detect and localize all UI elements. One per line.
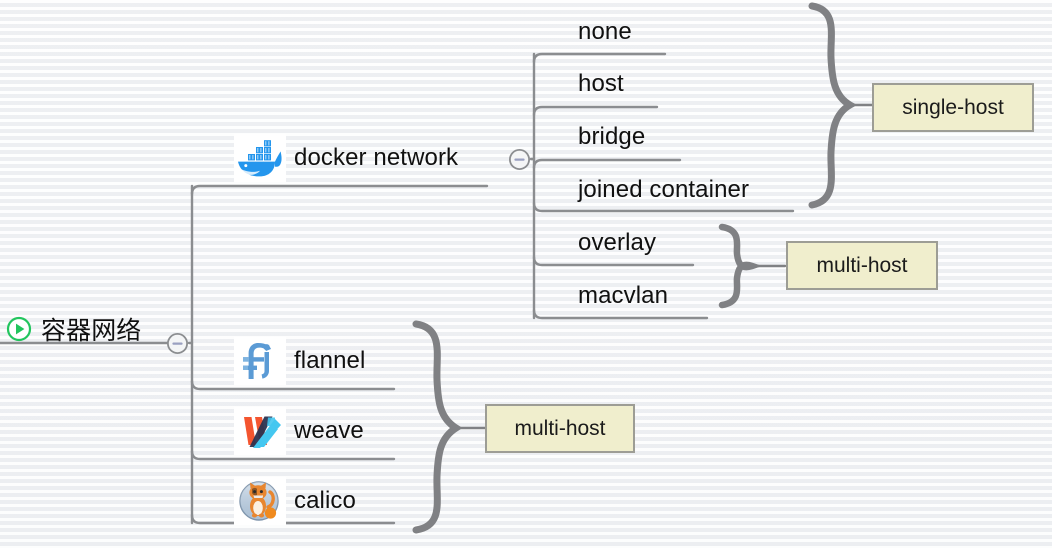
wire-docker-network	[190, 184, 489, 196]
annotation-single-host-label: single-host	[902, 95, 1004, 119]
node-none-label: none	[578, 18, 632, 45]
brace-multi-host-docker	[718, 223, 787, 309]
annotation-multi-host-docker[interactable]: multi-host	[786, 241, 938, 290]
node-calico-label: calico	[294, 487, 356, 514]
node-macvlan-label: macvlan	[578, 282, 669, 309]
node-host[interactable]: host	[578, 70, 624, 98]
node-host-label: host	[578, 70, 624, 97]
docker-whale-icon	[234, 134, 286, 182]
node-overlay-label: overlay	[578, 229, 657, 256]
annotation-multi-host-docker-label: multi-host	[816, 253, 908, 277]
weave-logo-icon	[234, 407, 286, 455]
node-joined-container[interactable]: joined container	[578, 176, 749, 204]
wire-joined-container	[532, 201, 795, 213]
node-weave[interactable]: weave	[234, 407, 364, 455]
annotation-single-host[interactable]: single-host	[872, 83, 1034, 132]
wire-host	[532, 105, 659, 117]
node-none[interactable]: none	[578, 18, 632, 46]
node-bridge-label: bridge	[578, 123, 646, 150]
node-weave-label: weave	[294, 417, 364, 444]
wire-none	[532, 52, 667, 64]
brace-multi-host-plugins	[412, 320, 487, 534]
node-docker-network[interactable]: docker network	[234, 134, 458, 182]
root-label: 容器网络	[41, 316, 142, 345]
annotation-multi-host-plugins[interactable]: multi-host	[485, 404, 635, 453]
brace-single-host	[808, 2, 874, 209]
calico-cat-icon	[234, 477, 286, 525]
node-macvlan[interactable]: macvlan	[578, 282, 668, 310]
node-overlay[interactable]: overlay	[578, 229, 656, 257]
node-bridge[interactable]: bridge	[578, 123, 645, 151]
node-joined-container-label: joined container	[578, 176, 750, 203]
root-collapse-toggle[interactable]	[166, 332, 189, 355]
wire-macvlan	[532, 308, 709, 320]
flannel-logo-icon	[234, 337, 286, 385]
play-circle-icon	[6, 316, 32, 342]
wire-bridge	[532, 158, 682, 170]
wire-overlay	[532, 255, 695, 267]
docker-network-collapse-toggle[interactable]	[508, 148, 531, 171]
node-docker-network-label: docker network	[294, 144, 459, 171]
node-calico[interactable]: calico	[234, 477, 356, 525]
node-flannel[interactable]: flannel	[234, 337, 365, 385]
node-flannel-label: flannel	[294, 347, 366, 374]
root-node[interactable]: 容器网络	[6, 311, 141, 347]
annotation-multi-host-plugins-label: multi-host	[514, 416, 606, 440]
